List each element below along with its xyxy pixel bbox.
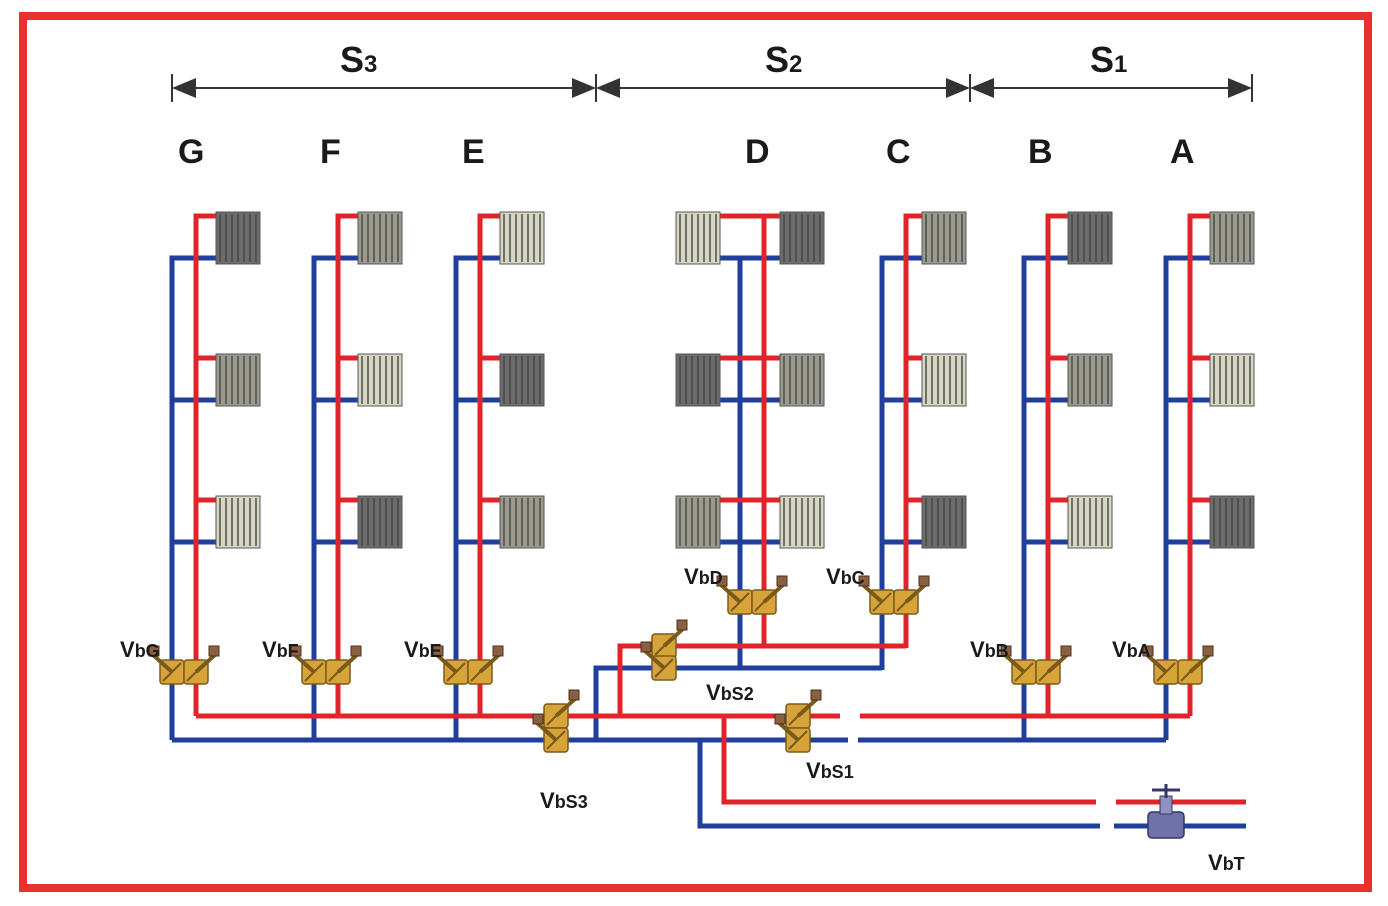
radiator-g-3 xyxy=(215,495,261,549)
supply-riser-g xyxy=(193,213,216,716)
valve-label-vbt: VbT xyxy=(1208,850,1245,875)
radiator-e-2 xyxy=(499,353,545,407)
supply-riser-a xyxy=(1187,213,1210,716)
valve-vba-return xyxy=(1142,645,1179,685)
radiator-a-2 xyxy=(1209,353,1255,407)
valve-vbs1-supply xyxy=(785,689,822,729)
valve-label-vbg: VbG xyxy=(120,637,160,662)
riser-label-f: F xyxy=(320,133,341,171)
radiator-b-3 xyxy=(1067,495,1113,549)
valve-vbs2-supply xyxy=(651,619,688,659)
valve-vbg-return xyxy=(148,645,185,685)
valve-vbd-return xyxy=(716,575,753,615)
supply-riser-d xyxy=(720,213,780,648)
valve-vbc-supply xyxy=(893,575,930,615)
riser-label-g: G xyxy=(178,133,204,171)
supply-branch-s2 xyxy=(617,643,906,716)
valve-vbs3-return xyxy=(532,713,569,753)
supply-riser-b xyxy=(1045,213,1068,716)
valve-vbs2-return xyxy=(640,641,677,681)
supply-pipes xyxy=(193,213,1246,805)
radiators xyxy=(215,211,1255,549)
riser-label-a: A xyxy=(1170,133,1195,171)
dimension-lines xyxy=(171,74,1253,102)
valve-label-vbs3: VbS3 xyxy=(540,788,588,813)
riser-label-e: E xyxy=(462,133,485,171)
radiator-d-right-3 xyxy=(779,495,825,549)
valve-vbt xyxy=(1147,784,1185,839)
radiator-f-1 xyxy=(357,211,403,265)
radiator-d-left-3 xyxy=(675,495,721,549)
radiator-f-2 xyxy=(357,353,403,407)
section-label-s1: S1 xyxy=(1090,39,1127,80)
balancing-valves xyxy=(148,575,1214,839)
radiator-b-2 xyxy=(1067,353,1113,407)
radiator-c-3 xyxy=(921,495,967,549)
riser-label-c: C xyxy=(886,133,911,171)
radiator-d-left-2 xyxy=(675,353,721,407)
supply-riser-c xyxy=(903,213,922,648)
radiator-b-1 xyxy=(1067,211,1113,265)
supply-riser-e xyxy=(477,213,500,716)
radiator-f-3 xyxy=(357,495,403,549)
valve-vbs1-return xyxy=(774,713,811,753)
section-label-s2: S2 xyxy=(765,39,802,80)
frame-border xyxy=(19,12,1372,892)
valve-label-vbb: VbB xyxy=(970,637,1009,662)
radiator-d-right-1 xyxy=(779,211,825,265)
radiator-c-2 xyxy=(921,353,967,407)
radiator-a-3 xyxy=(1209,495,1255,549)
valve-label-vbf: VbF xyxy=(262,637,299,662)
valve-vbd-supply xyxy=(751,575,788,615)
valve-vbf-supply xyxy=(325,645,362,685)
riser-label-d: D xyxy=(745,133,770,171)
valve-label-vba: VbA xyxy=(1112,637,1151,662)
valve-vbs3-supply xyxy=(543,689,580,729)
return-riser-d xyxy=(720,255,780,670)
radiator-a-1 xyxy=(1209,211,1255,265)
radiator-c-1 xyxy=(921,211,967,265)
valve-label-vbc: VbC xyxy=(826,564,865,589)
radiator-g-1 xyxy=(215,211,261,265)
supply-trunk xyxy=(721,716,1246,805)
radiator-g-2 xyxy=(215,353,261,407)
return-riser-c xyxy=(879,255,922,670)
radiator-e-1 xyxy=(499,211,545,265)
valve-vbb-supply xyxy=(1035,645,1072,685)
supply-riser-f xyxy=(335,213,358,716)
valve-label-vbs2: VbS2 xyxy=(706,680,754,705)
valve-vbg-supply xyxy=(183,645,220,685)
valve-label-vbd: VbD xyxy=(684,564,723,589)
section-label-s3: S3 xyxy=(340,39,377,80)
riser-label-b: B xyxy=(1028,133,1053,171)
radiator-d-left-1 xyxy=(675,211,721,265)
valve-label-vbe: VbE xyxy=(404,637,442,662)
valve-label-vbs1: VbS1 xyxy=(806,758,854,783)
radiator-e-3 xyxy=(499,495,545,549)
valve-vbe-supply xyxy=(467,645,504,685)
valve-vba-supply xyxy=(1177,645,1214,685)
radiator-d-right-2 xyxy=(779,353,825,407)
valve-vbf-return xyxy=(290,645,327,685)
